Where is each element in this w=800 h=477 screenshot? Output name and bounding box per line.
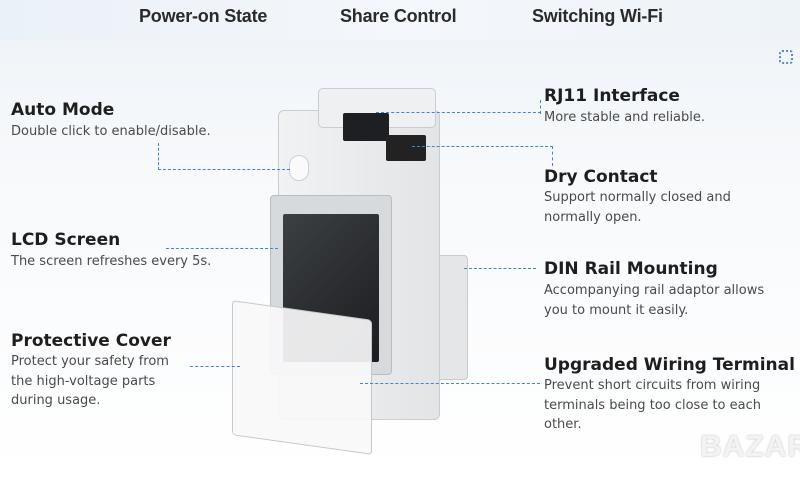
lcd-screen-title: LCD Screen bbox=[11, 230, 121, 250]
lcd-screen-leader bbox=[166, 248, 278, 249]
visual-search-icon[interactable] bbox=[779, 50, 793, 64]
desc-line: during usage. bbox=[11, 393, 101, 408]
dry-contact-leader bbox=[412, 146, 553, 147]
desc-line: Protect your safety from bbox=[11, 354, 169, 369]
desc-line: the high-voltage parts bbox=[11, 373, 156, 389]
desc-line: Support normally closed and bbox=[544, 190, 731, 205]
dry-contact-leader bbox=[552, 146, 553, 166]
lcd-screen-desc: The screen refreshes every 5s. bbox=[11, 254, 212, 269]
wiring-terminal-leader bbox=[360, 383, 540, 384]
tab-share-control: Share Control bbox=[340, 6, 457, 26]
desc-line: you to mount it easily. bbox=[544, 302, 689, 318]
protective-cover-desc: Protect your safety from the high-voltag… bbox=[11, 352, 169, 411]
din-rail-leader bbox=[464, 268, 536, 269]
rj11-port bbox=[343, 113, 389, 141]
tab-power-on-state: Power-on State bbox=[139, 6, 268, 26]
auto-mode-button bbox=[289, 155, 309, 181]
protective-cover-title: Protective Cover bbox=[11, 331, 171, 351]
desc-line: Accompanying rail adaptor allows bbox=[544, 283, 765, 298]
protective-cover bbox=[232, 300, 372, 455]
wiring-terminal-title: Upgraded Wiring Terminal bbox=[544, 355, 795, 375]
top-feature-bar: Power-on State Share Control Switching W… bbox=[0, 0, 800, 40]
rj11-title: RJ11 Interface bbox=[544, 86, 680, 106]
desc-line: normally open. bbox=[544, 209, 642, 225]
auto-mode-leader bbox=[158, 143, 159, 170]
desc-line: Prevent short circuits from wiring bbox=[544, 378, 761, 393]
din-rail-title: DIN Rail Mounting bbox=[544, 259, 718, 279]
dry-contact-terminal bbox=[386, 135, 426, 161]
din-rail-desc: Accompanying rail adaptor allows you to … bbox=[544, 281, 764, 320]
dry-contact-title: Dry Contact bbox=[544, 167, 658, 187]
dry-contact-desc: Support normally closed and normally ope… bbox=[544, 188, 731, 227]
wiring-terminal-desc: Prevent short circuits from wiring termi… bbox=[544, 376, 761, 435]
auto-mode-leader bbox=[158, 169, 290, 170]
tab-switching-wifi: Switching Wi-Fi bbox=[532, 6, 663, 26]
rj11-leader bbox=[376, 112, 541, 113]
rj11-leader bbox=[540, 100, 541, 114]
auto-mode-title: Auto Mode bbox=[11, 100, 115, 120]
rj11-desc: More stable and reliable. bbox=[544, 110, 706, 125]
protective-cover-leader bbox=[190, 366, 240, 367]
desc-line: other. bbox=[544, 417, 582, 432]
bazar-watermark: BAZAR bbox=[700, 430, 800, 463]
auto-mode-desc: Double click to enable/disable. bbox=[11, 124, 211, 139]
desc-line: terminals being too close to each bbox=[544, 397, 761, 413]
